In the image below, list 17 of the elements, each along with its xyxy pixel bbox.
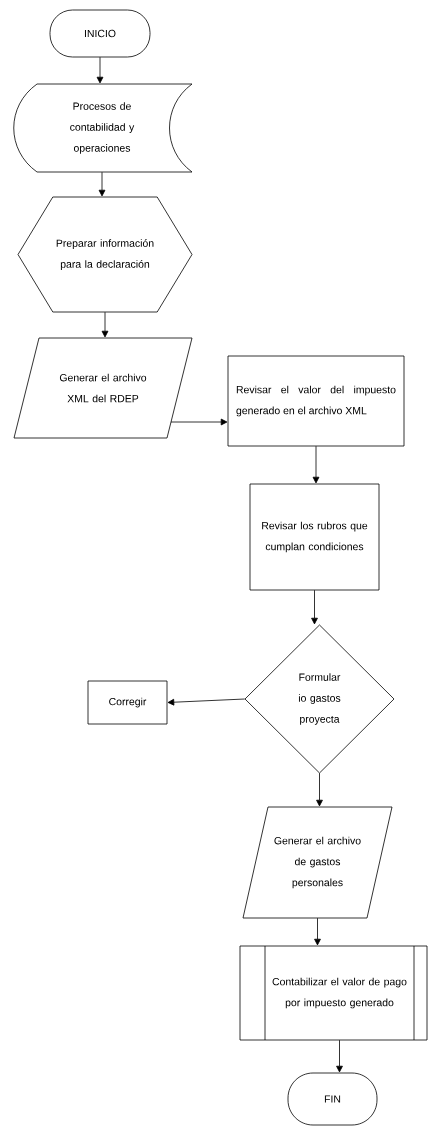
arrow [101,311,109,338]
preparation-hexagon: Preparar información para la declaración [17,196,193,313]
arrow [96,56,104,84]
arrow [336,1039,343,1073]
arrow [167,698,246,706]
arrow [314,917,321,946]
process-box: Corregir [87,680,168,725]
process-box: Revisar el valor del impuesto generado en el archivo XML [227,355,405,447]
arrow [312,445,320,484]
arrow [170,418,228,426]
arrow [316,772,323,807]
data-parallelogram: Generar el archivo XML del RDEP [13,337,193,439]
predefined-process-box: Contabilizar el valor de pago por impuesto generado [239,945,428,1041]
process-box: Revisar los rubros que cumplan condiciones [249,483,380,591]
arrow [311,589,318,625]
data-parallelogram: Generar el archivo de gastos personales [242,806,393,919]
arrow [98,171,106,197]
